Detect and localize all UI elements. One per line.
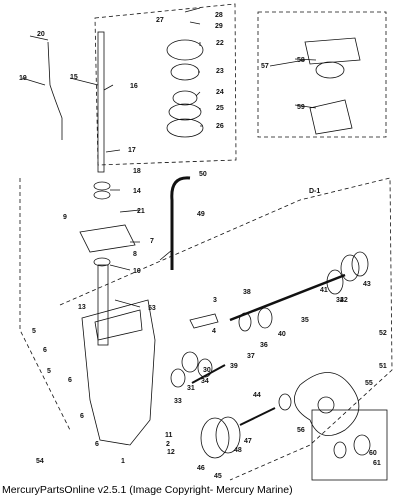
gear-housing-body: [81, 299, 156, 446]
callout: 44: [253, 392, 261, 399]
callout: 6: [43, 347, 47, 354]
callout: 17: [128, 147, 136, 154]
callout: 24: [216, 89, 224, 96]
callout: 55: [365, 380, 373, 387]
callout: 39: [230, 363, 238, 370]
callout: 60: [369, 450, 377, 457]
callout: 49: [197, 211, 205, 218]
callout: 61: [373, 460, 381, 467]
callout: 42: [340, 297, 348, 304]
gear-housing-group-box: [59, 177, 393, 481]
callout: 12: [167, 449, 175, 456]
left-bracket-line: [19, 178, 71, 431]
callout: 52: [379, 330, 387, 337]
callout: 40: [278, 331, 286, 338]
callout: 33: [174, 398, 182, 405]
callout: 37: [247, 353, 255, 360]
callout: 20: [37, 31, 45, 38]
callout-labels: 1 2 3 4 5 5 6 6 6 6 7 8 9 10 11 12 13 14…: [19, 12, 387, 480]
image-copyright-footer: MercuryPartsOnline v2.5.1 (Image Copyrig…: [2, 484, 293, 496]
callout: 15: [70, 74, 78, 81]
callout: 29: [215, 23, 223, 30]
callout: 19: [19, 75, 27, 82]
callout: 41: [320, 287, 328, 294]
propeller-shaft: [229, 273, 346, 322]
callout: 38: [243, 289, 251, 296]
callout: 48: [234, 447, 242, 454]
callout: 22: [216, 40, 224, 47]
callout: 43: [363, 281, 371, 288]
callout: 10: [133, 268, 141, 275]
callout: 11: [165, 432, 173, 439]
callout: 36: [260, 342, 268, 349]
callout: 23: [216, 68, 224, 75]
callout: 16: [130, 83, 138, 90]
callout: 35: [301, 317, 309, 324]
callout: D-1: [309, 188, 320, 195]
callout: 54: [36, 458, 44, 465]
callout: 9: [63, 214, 67, 221]
callout: 59: [297, 104, 305, 111]
callout: 34: [201, 378, 209, 385]
callout: 30: [203, 367, 211, 374]
callout: 51: [379, 363, 387, 370]
shift-cable: [47, 41, 63, 140]
callout: 1: [121, 458, 125, 465]
callout: 46: [197, 465, 205, 472]
callout: 28: [215, 12, 223, 19]
callout: 50: [199, 171, 207, 178]
callout: 53: [148, 305, 156, 312]
driveshaft: [97, 264, 109, 346]
shift-rod: [97, 31, 105, 173]
callout: 18: [133, 168, 141, 175]
callout: 5: [32, 328, 36, 335]
propeller: [293, 372, 360, 437]
callout: 6: [95, 441, 99, 448]
callout: 58: [297, 57, 305, 64]
callout: 57: [261, 63, 269, 70]
callout: 4: [212, 328, 216, 335]
callout: 5: [47, 368, 51, 375]
callout: 13: [78, 304, 86, 311]
callout: 47: [244, 438, 252, 445]
callout: 2: [166, 441, 170, 448]
callout: 6: [80, 413, 84, 420]
callout: 21: [137, 208, 145, 215]
callout: 14: [133, 188, 141, 195]
water-tube: [170, 176, 191, 270]
callout: 6: [68, 377, 72, 384]
callout: 27: [156, 17, 164, 24]
propeller-inset-box: [311, 409, 388, 481]
callout: 8: [133, 251, 137, 258]
callout: 45: [214, 473, 222, 480]
water-pump-kit-box: [257, 11, 387, 138]
callout: 26: [216, 123, 224, 130]
callout: 56: [297, 427, 305, 434]
water-pump-group-box: [94, 3, 237, 166]
callout: 31: [187, 385, 195, 392]
callout: 32: [336, 297, 344, 304]
exploded-parts-diagram: 1 2 3 4 5 5 6 6 6 6 7 8 9 10 11 12 13 14…: [19, 3, 393, 481]
callout: 3: [213, 297, 217, 304]
callout: 7: [150, 238, 154, 245]
callout: 25: [216, 105, 224, 112]
